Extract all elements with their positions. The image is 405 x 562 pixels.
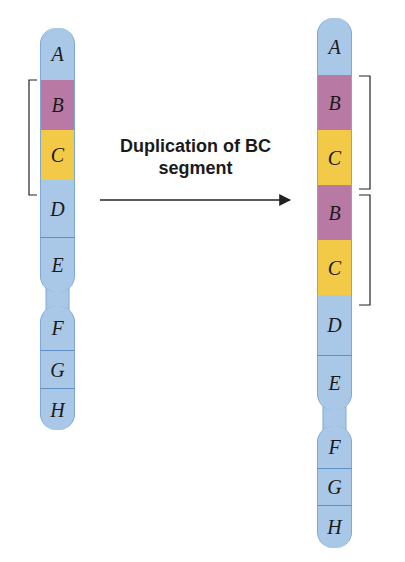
- segment-letter: F: [51, 318, 63, 338]
- process-label: Duplication of BC segment: [108, 136, 283, 179]
- chromosome-band: A: [40, 28, 75, 80]
- segment-letter: C: [328, 148, 341, 168]
- chromosome-band: H: [317, 505, 352, 548]
- segment-letter: C: [51, 145, 64, 165]
- chromosome-band: C: [317, 130, 352, 185]
- chromosome-band: B: [317, 75, 352, 130]
- segment-letter: C: [328, 258, 341, 278]
- segment-letter: B: [328, 93, 340, 113]
- bracket: [359, 195, 370, 305]
- segment-letter: H: [50, 400, 64, 420]
- segment-letter: G: [327, 477, 341, 497]
- bracket: [359, 76, 370, 189]
- chromosome-band: G: [317, 468, 352, 505]
- arrow: [100, 199, 290, 201]
- chromosome-band: B: [40, 80, 75, 130]
- segment-letter: G: [50, 360, 64, 380]
- chromosome-band: D: [317, 295, 352, 355]
- chromosome-band: F: [317, 426, 352, 468]
- chromosome-band: C: [317, 240, 352, 295]
- bracket: [29, 80, 37, 195]
- segment-letter: E: [328, 373, 340, 393]
- segment-letter: A: [51, 44, 63, 64]
- segment-letter: B: [51, 95, 63, 115]
- chromosome-band: G: [40, 350, 75, 388]
- segment-letter: D: [327, 315, 341, 335]
- chromosome-band: F: [40, 306, 75, 350]
- chromosome-band: H: [40, 388, 75, 430]
- segment-letter: F: [328, 437, 340, 457]
- segment-letter: D: [50, 199, 64, 219]
- chromosome-band: A: [317, 18, 352, 75]
- segment-letter: E: [51, 255, 63, 275]
- chromosome-band: E: [317, 355, 352, 410]
- chromosome-band: C: [40, 130, 75, 180]
- segment-letter: B: [328, 203, 340, 223]
- segment-letter: H: [327, 517, 341, 537]
- chromosome-band: D: [40, 180, 75, 237]
- segment-letter: A: [328, 37, 340, 57]
- chromosome-band: B: [317, 185, 352, 240]
- chromosome-band: E: [40, 237, 75, 292]
